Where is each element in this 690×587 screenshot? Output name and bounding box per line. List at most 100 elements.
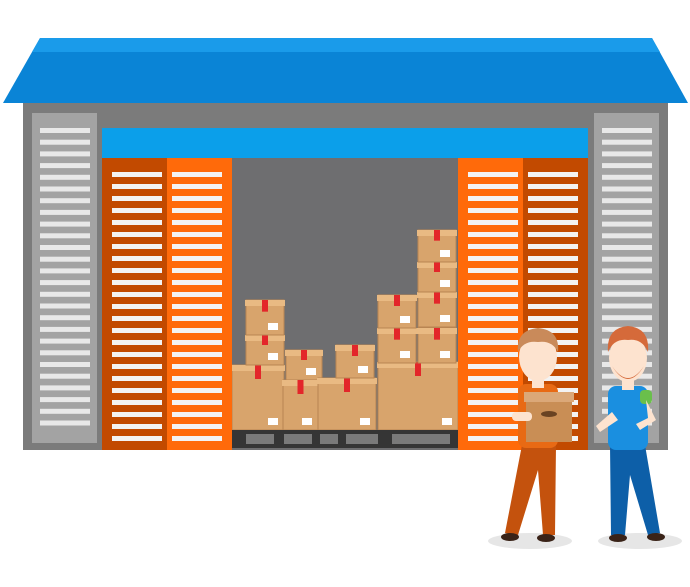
- vent-slat: [40, 245, 90, 250]
- door-slat: [172, 208, 222, 213]
- door-slat: [172, 184, 222, 189]
- door-slat: [528, 172, 578, 177]
- vent-slat: [602, 268, 652, 274]
- vent-slat: [602, 198, 652, 204]
- box-tape: [394, 328, 400, 340]
- door-slat: [172, 388, 222, 393]
- vent-slat: [40, 268, 90, 274]
- door-slat: [468, 172, 518, 177]
- vent-slat: [40, 198, 90, 204]
- barcode-label: [442, 418, 452, 425]
- door-slat: [172, 436, 222, 441]
- box-tape: [301, 350, 307, 360]
- vent-slat: [40, 186, 90, 192]
- barcode-label: [400, 316, 410, 323]
- door-slat: [112, 220, 162, 225]
- door-slat: [112, 376, 162, 381]
- vent-slat: [40, 315, 90, 321]
- vent-slat: [40, 209, 90, 215]
- door-slat: [528, 196, 578, 201]
- right-worker-beard: [612, 366, 644, 379]
- vent-slat: [602, 209, 652, 215]
- warehouse-building: [3, 38, 688, 450]
- vent-slat: [40, 128, 90, 133]
- door-slat: [112, 340, 162, 345]
- door-slat: [528, 244, 578, 249]
- door-slat: [528, 268, 578, 273]
- door-slat: [468, 232, 518, 237]
- vent-slat: [40, 291, 90, 297]
- vent-slat: [602, 163, 652, 169]
- door-slat: [172, 352, 222, 357]
- barcode-label: [440, 351, 450, 358]
- door-slat: [172, 172, 222, 177]
- box-tape: [262, 300, 268, 312]
- vent-slat: [602, 128, 652, 133]
- vent-slat: [602, 186, 652, 192]
- sleeve-patch: [640, 390, 652, 404]
- box-tape: [434, 262, 440, 272]
- box-tape: [434, 230, 440, 241]
- door-slat: [172, 256, 222, 261]
- carried-box: [526, 396, 572, 442]
- vent-slat: [40, 373, 90, 379]
- vent-slat: [40, 256, 90, 262]
- box-tape: [434, 292, 440, 304]
- box-tape: [255, 365, 261, 379]
- right-worker-pants: [610, 445, 660, 535]
- vent-slat: [40, 326, 90, 332]
- barcode-label: [268, 323, 278, 330]
- vent-slat: [602, 291, 652, 297]
- pallet-slot: [346, 434, 378, 444]
- door-slat: [468, 436, 518, 441]
- right-worker-arm: [636, 400, 656, 430]
- vent-slat: [602, 280, 652, 286]
- door-slat: [468, 208, 518, 213]
- door-slat: [528, 232, 578, 237]
- roof-highlight: [32, 38, 660, 52]
- door-slat: [172, 400, 222, 405]
- door-slat: [112, 412, 162, 417]
- door-slat: [468, 268, 518, 273]
- vent-slat: [40, 420, 90, 426]
- door-slat: [112, 244, 162, 249]
- door-slat: [172, 268, 222, 273]
- shadow: [598, 533, 682, 549]
- vent-slat: [602, 303, 652, 309]
- vent-slat: [40, 408, 90, 414]
- vent-slat: [40, 280, 90, 286]
- vent-slat: [602, 174, 652, 180]
- vent-slat: [40, 151, 90, 157]
- door-slat: [468, 220, 518, 225]
- box-lid: [524, 392, 574, 402]
- door-slat: [528, 220, 578, 225]
- blue-banner: [102, 128, 588, 158]
- door-slat: [172, 316, 222, 321]
- vent-slat: [602, 256, 652, 262]
- door-slat: [468, 316, 518, 321]
- vent-slat: [40, 174, 90, 180]
- door-slat: [112, 352, 162, 357]
- door-slat: [468, 292, 518, 297]
- door-slat: [468, 424, 518, 429]
- worker-carrying-box: [488, 328, 574, 549]
- door-slat: [112, 292, 162, 297]
- vent-slat: [602, 139, 652, 145]
- door-slat: [468, 328, 518, 333]
- barcode-label: [440, 250, 450, 257]
- barcode-label: [400, 351, 410, 358]
- left-worker-hand: [512, 412, 532, 421]
- door-slat: [468, 388, 518, 393]
- right-worker-hair: [607, 326, 649, 352]
- door-slat: [468, 352, 518, 357]
- left-worker-pants: [505, 445, 556, 535]
- shoe: [609, 534, 627, 542]
- door-slat: [112, 424, 162, 429]
- barcode-label: [306, 368, 316, 375]
- shoe: [501, 533, 519, 541]
- left-vent-slats: [40, 128, 90, 426]
- door-slat: [528, 376, 578, 381]
- door-slat: [528, 292, 578, 297]
- box-tape: [297, 380, 304, 394]
